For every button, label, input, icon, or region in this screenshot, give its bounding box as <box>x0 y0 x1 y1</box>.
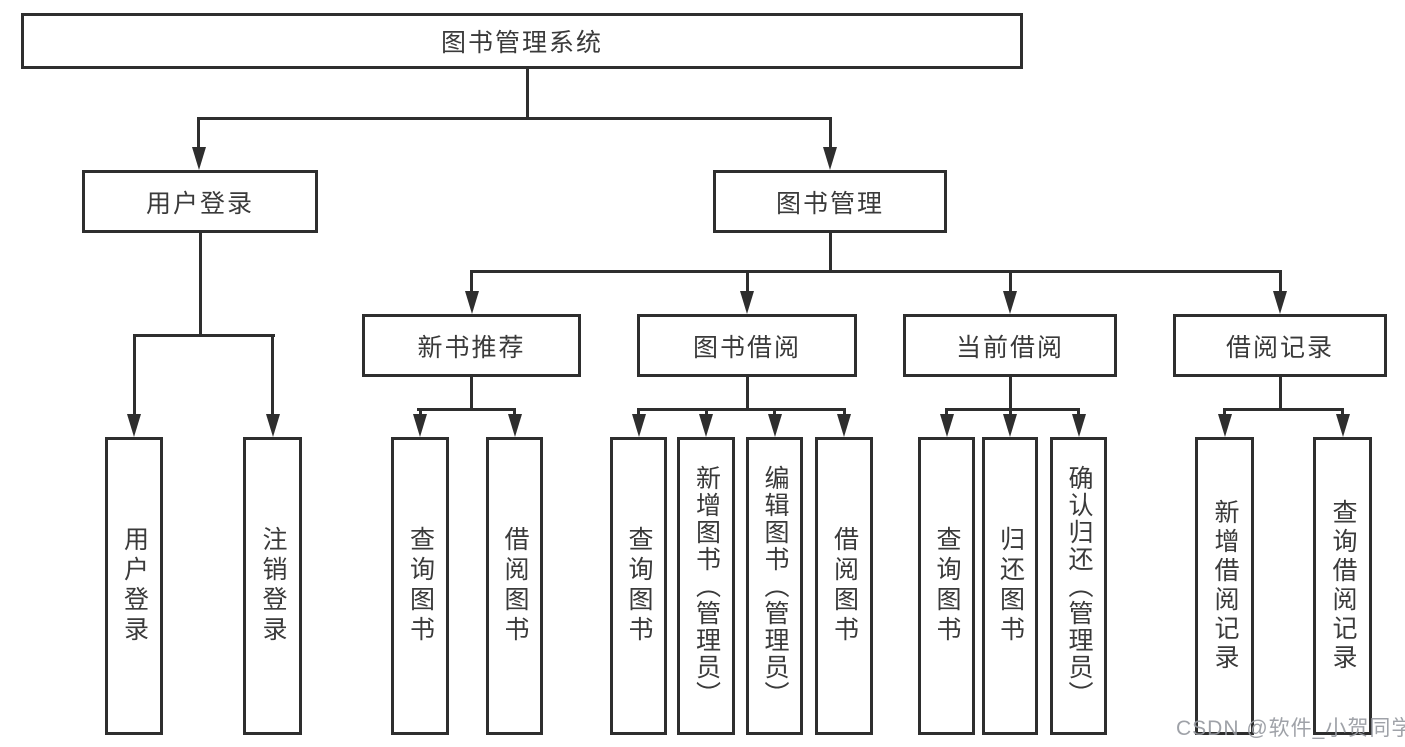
leaf-add-borrow-record: 新增借阅记录 <box>1195 437 1254 735</box>
arrow-down-icon <box>1003 414 1017 437</box>
node-current-borrowing-label: 当前借阅 <box>955 333 1064 362</box>
connector-current-borrowing-stem <box>1008 377 1012 411</box>
connector-leaf-stem <box>1341 408 1344 418</box>
leaf-edit-book-admin: 编辑图书（管理员） <box>746 437 803 735</box>
node-new-book-recommend-label: 新书推荐 <box>417 333 526 362</box>
node-user-login: 用户登录 <box>82 170 318 233</box>
arrow-down-icon <box>823 147 837 170</box>
connector-to-leaf-logout-stem <box>271 334 274 416</box>
leaf-borrow-books-1-label: 借阅图书 <box>501 526 529 646</box>
connector-to-current-borrowing-stem <box>1008 270 1012 294</box>
node-book-management-label: 图书管理 <box>775 189 884 218</box>
leaf-confirm-return-admin-label: 确认归还（管理员） <box>1065 464 1093 708</box>
connector-leaf-stem <box>704 408 708 418</box>
arrow-down-icon <box>1217 414 1232 437</box>
arrow-down-icon <box>191 147 206 170</box>
leaf-query-books-3-label: 查询图书 <box>933 526 961 646</box>
connector-leaf-stem <box>637 408 640 418</box>
node-user-login-label: 用户登录 <box>145 189 254 218</box>
leaf-query-books-2-label: 查询图书 <box>625 526 653 646</box>
node-borrowing-records-label: 借阅记录 <box>1225 333 1334 362</box>
connector-to-book-borrowing-stem <box>745 270 749 294</box>
leaf-add-book-admin: 新增图书（管理员） <box>677 437 735 735</box>
arrow-down-icon <box>127 414 141 437</box>
node-new-book-recommend: 新书推荐 <box>362 314 581 377</box>
node-current-borrowing: 当前借阅 <box>903 314 1117 377</box>
node-borrowing-records: 借阅记录 <box>1173 314 1387 377</box>
arrow-down-icon <box>740 291 754 314</box>
connector-leaf-stem <box>513 408 516 418</box>
leaf-add-book-admin-label: 新增图书（管理员） <box>692 464 721 708</box>
leaf-user-login: 用户登录 <box>105 437 163 735</box>
node-book-borrowing: 图书借阅 <box>637 314 857 377</box>
arrow-down-icon <box>413 414 427 437</box>
connector-root-to-user-login-stem <box>197 117 200 150</box>
leaf-query-books-1: 查询图书 <box>391 437 449 735</box>
connector-root-to-book-management-stem <box>828 117 832 150</box>
leaf-borrow-books-2-label: 借阅图书 <box>830 526 859 646</box>
leaf-return-book: 归还图书 <box>982 437 1038 735</box>
leaf-query-books-3: 查询图书 <box>918 437 975 735</box>
connector-leaf-stem <box>1008 408 1012 418</box>
connector-leaf-stem <box>1077 408 1080 418</box>
connector-leaf-stem <box>418 408 422 418</box>
connector-root-bus <box>197 117 831 120</box>
leaf-borrow-books-2: 借阅图书 <box>815 437 873 735</box>
connector-to-leaf-user-login-stem <box>132 334 136 416</box>
leaf-return-book-label: 归还图书 <box>996 526 1025 646</box>
connector-new-book-recommend-stem <box>470 377 473 411</box>
leaf-query-books-1-label: 查询图书 <box>406 526 435 646</box>
arrow-down-icon <box>464 291 479 314</box>
connector-new-book-recommend-bus <box>417 408 516 411</box>
arrow-down-icon <box>1071 414 1086 437</box>
arrow-down-icon <box>265 414 280 437</box>
arrow-down-icon <box>699 414 713 437</box>
leaf-user-login-label: 用户登录 <box>120 526 149 646</box>
arrow-down-icon <box>631 414 646 437</box>
connector-book-borrowing-stem <box>745 377 749 411</box>
connector-to-new-book-recommend-stem <box>470 270 473 294</box>
connector-leaf-stem <box>842 408 846 418</box>
arrow-down-icon <box>837 414 851 437</box>
connector-root-stem <box>526 69 529 120</box>
node-book-management: 图书管理 <box>713 170 947 233</box>
leaf-add-borrow-record-label: 新增借阅记录 <box>1211 499 1239 673</box>
leaf-logout-label: 注销登录 <box>259 526 287 646</box>
leaf-logout: 注销登录 <box>243 437 302 735</box>
connector-user-login-stem <box>198 233 202 337</box>
leaf-confirm-return-admin: 确认归还（管理员） <box>1050 437 1107 735</box>
leaf-query-books-2: 查询图书 <box>610 437 667 735</box>
connector-to-borrowing-records-stem <box>1278 270 1282 294</box>
node-library-system: 图书管理系统 <box>21 13 1023 69</box>
connector-borrowing-records-stem <box>1278 377 1282 411</box>
arrow-down-icon <box>507 414 522 437</box>
arrow-down-icon <box>1335 414 1350 437</box>
leaf-edit-book-admin-label: 编辑图书（管理员） <box>761 464 789 708</box>
connector-book-management-bus <box>470 270 1282 273</box>
connector-leaf-stem <box>773 408 776 418</box>
node-book-borrowing-label: 图书借阅 <box>692 333 801 362</box>
leaf-query-borrow-record: 查询借阅记录 <box>1313 437 1372 735</box>
watermark-text: CSDN @软件_小贺同学 <box>1176 717 1405 740</box>
connector-book-borrowing-bus <box>637 408 846 411</box>
leaf-borrow-books-1: 借阅图书 <box>486 437 543 735</box>
node-library-system-label: 图书管理系统 <box>440 29 603 57</box>
arrow-down-icon <box>939 414 954 437</box>
leaf-query-borrow-record-label: 查询借阅记录 <box>1329 499 1357 673</box>
connector-user-login-bus <box>132 334 275 337</box>
connector-leaf-stem <box>1223 408 1226 418</box>
connector-current-borrowing-bus <box>945 408 1080 411</box>
arrow-down-icon <box>767 414 782 437</box>
connector-borrowing-records-bus <box>1223 408 1344 411</box>
connector-book-management-stem <box>828 233 832 273</box>
arrow-down-icon <box>1003 291 1017 314</box>
arrow-down-icon <box>1273 291 1287 314</box>
connector-leaf-stem <box>945 408 948 418</box>
